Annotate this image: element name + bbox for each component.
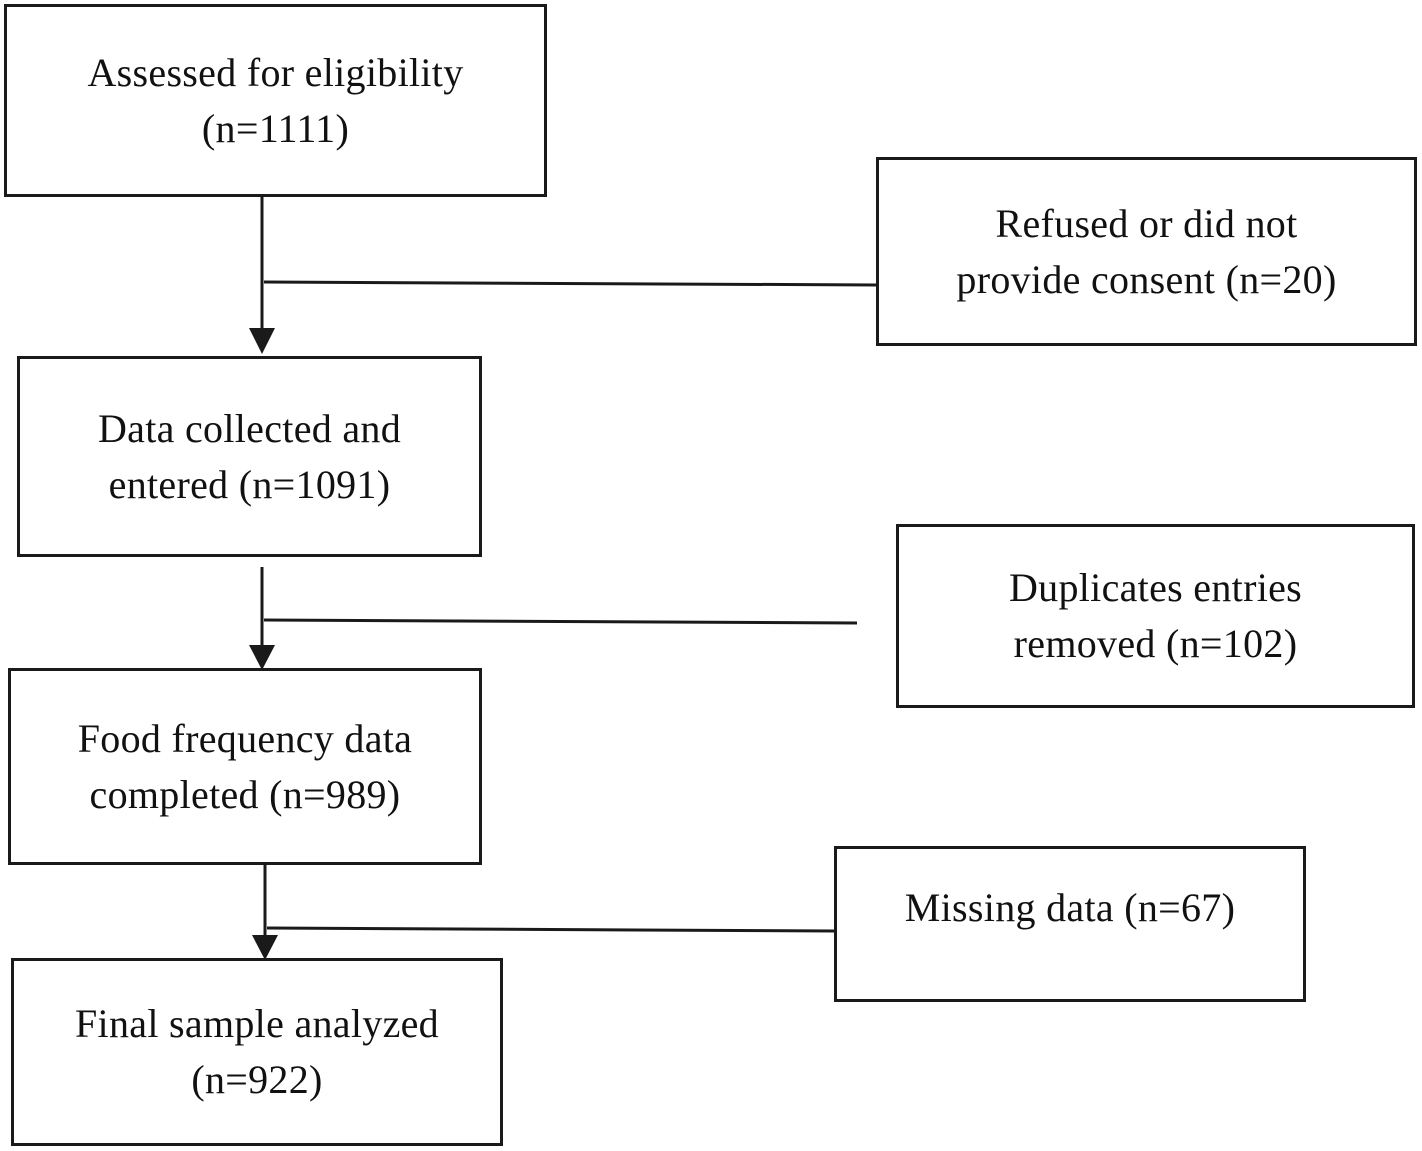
step-label-food-frequency: Food frequency data completed (n=989) bbox=[77, 715, 413, 817]
exclusion-connector-3 bbox=[266, 926, 836, 933]
exclusion-connector-1 bbox=[263, 280, 878, 287]
exclusion-box-duplicates: Duplicates entries removed (n=102) bbox=[896, 524, 1415, 708]
step-label-assessed: Assessed for eligibility (n=1111) bbox=[87, 49, 464, 151]
arrowhead-3 bbox=[252, 935, 278, 960]
arrowhead-2 bbox=[249, 645, 275, 670]
step-box-assessed: Assessed for eligibility (n=1111) bbox=[4, 4, 547, 197]
exclusion-box-refused: Refused or did not provide consent (n=20… bbox=[876, 157, 1417, 346]
step-label-data-collected: Data collected and entered (n=1091) bbox=[97, 405, 402, 507]
step-box-data-collected: Data collected and entered (n=1091) bbox=[17, 356, 482, 557]
step-box-food-frequency: Food frequency data completed (n=989) bbox=[8, 668, 482, 865]
exclusion-label-refused: Refused or did not provide consent (n=20… bbox=[956, 200, 1337, 302]
arrowhead-1 bbox=[249, 328, 275, 354]
step-box-final-sample: Final sample analyzed (n=922) bbox=[11, 958, 503, 1146]
exclusion-label-duplicates: Duplicates entries removed (n=102) bbox=[1008, 565, 1303, 666]
exclusion-connector-2 bbox=[263, 618, 858, 625]
exclusion-box-missing: Missing data (n=67) bbox=[834, 846, 1306, 1002]
exclusion-label-missing: Missing data (n=67) bbox=[904, 885, 1236, 930]
step-label-final-sample: Final sample analyzed (n=922) bbox=[75, 1001, 439, 1102]
